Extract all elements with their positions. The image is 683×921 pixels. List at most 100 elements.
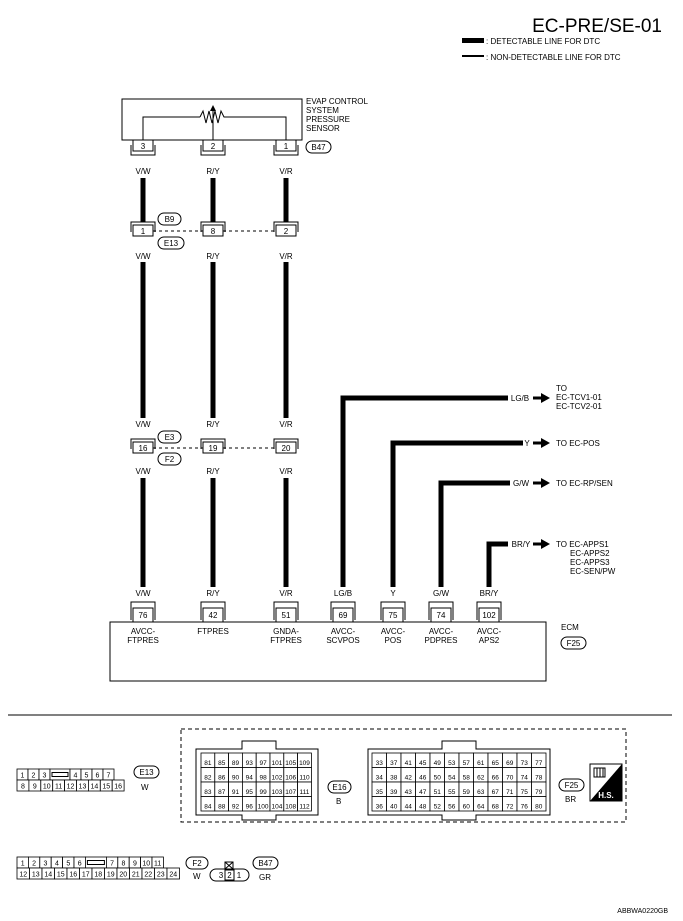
pin-number: 8 xyxy=(122,861,126,868)
pin-number: 59 xyxy=(463,789,471,796)
pin-number: 48 xyxy=(419,804,427,811)
pin-number: 90 xyxy=(232,775,240,782)
pin-number: 69 xyxy=(506,760,514,767)
pin-number: 62 xyxy=(477,775,485,782)
pin-number: 81 xyxy=(204,760,212,767)
legend-non-detectable-text: : NON-DETECTABLE LINE FOR DTC xyxy=(486,53,621,62)
pin-number: 84 xyxy=(204,804,212,811)
pin-number: 2 xyxy=(32,773,36,780)
pin-number: 72 xyxy=(506,804,514,811)
pin-number: 18 xyxy=(94,872,102,879)
connector-f25-id: F25 xyxy=(565,781,579,790)
pin-number: 3 xyxy=(44,861,48,868)
junction-top-pin-1: 1 xyxy=(130,221,156,237)
connector-e13-id: E13 xyxy=(139,768,154,777)
pin-number: 40 xyxy=(390,804,398,811)
branch-dest-text: TO EC-POS xyxy=(556,439,600,448)
pin-number: 22 xyxy=(144,872,152,879)
svg-text:3: 3 xyxy=(219,871,224,880)
connector-e13-oval xyxy=(133,765,160,779)
ecm-terminal-label: AVCC- xyxy=(331,627,356,636)
pin-number: 23 xyxy=(157,872,165,879)
pin-number: 98 xyxy=(259,775,267,782)
pin-number: 37 xyxy=(390,760,398,767)
pin-number: 55 xyxy=(448,789,456,796)
pin-number: 33 xyxy=(376,760,384,767)
pin-number: 36 xyxy=(376,804,384,811)
ecm-label: ECM xyxy=(561,623,579,632)
pin-number: 101 xyxy=(271,760,282,767)
ecm-pin-74: 74 xyxy=(428,601,454,623)
branch-dest-text: TO EC-APPS1 xyxy=(556,540,609,549)
pin-number: 12 xyxy=(67,784,75,791)
pin-number: 70 xyxy=(506,775,514,782)
ecm-pin-102: 102 xyxy=(476,601,502,623)
sensor-pin-2: 2 xyxy=(200,139,226,156)
junction-mid-pin-20: 20 xyxy=(273,438,299,454)
legend-thick-line xyxy=(462,38,484,43)
wire-color-label: V/R xyxy=(279,167,293,176)
pin-number: 58 xyxy=(463,775,471,782)
pin-number: 10 xyxy=(142,861,150,868)
pin-number: 88 xyxy=(218,804,226,811)
ecm-box xyxy=(109,621,547,682)
pin-number: 61 xyxy=(477,760,485,767)
pin-number: 78 xyxy=(535,775,543,782)
junction-mid-pin-19: 19 xyxy=(200,438,226,454)
svg-text:75: 75 xyxy=(389,611,398,620)
connector-e13-oval xyxy=(157,236,185,250)
pin-number: 94 xyxy=(246,775,254,782)
svg-text:20: 20 xyxy=(282,444,291,453)
branch-color-label: G/W xyxy=(513,479,529,488)
pin-number: 43 xyxy=(405,789,413,796)
connector-b9-oval xyxy=(157,212,182,226)
pin-number: 21 xyxy=(132,872,140,879)
svg-text:1: 1 xyxy=(141,227,146,236)
branch-dest-text: TO xyxy=(556,384,567,393)
pin-number: 38 xyxy=(390,775,398,782)
connector-b47-face: 3 2 1 xyxy=(209,861,250,882)
connector-e13-color: W xyxy=(141,783,149,792)
connector-f2-oval xyxy=(185,856,209,870)
svg-text:16: 16 xyxy=(139,444,148,453)
ecm-terminal-label: GNDA- xyxy=(273,627,299,636)
pin-number: 52 xyxy=(434,804,442,811)
pin-number: 7 xyxy=(110,861,114,868)
pin-number: 111 xyxy=(300,789,310,796)
connector-e16-color: B xyxy=(336,797,341,806)
blank-cavity xyxy=(51,772,69,777)
ecm-terminal-label: PDPRES xyxy=(425,636,458,645)
pin-number: 4 xyxy=(55,861,59,868)
pin-number: 85 xyxy=(218,760,226,767)
sensor-internal-wire xyxy=(142,116,200,140)
pin-number: 107 xyxy=(285,789,296,796)
branch-dest-text: EC-SEN/PW xyxy=(570,567,616,576)
pin-number: 74 xyxy=(521,775,529,782)
ecm-connector-oval xyxy=(560,636,587,650)
ecm-terminal-label: AVCC- xyxy=(429,627,454,636)
pin-number: 16 xyxy=(69,872,77,879)
wire-color-label: R/Y xyxy=(206,589,220,598)
pin-number: 109 xyxy=(299,760,310,767)
wire-color-label: V/R xyxy=(279,420,293,429)
branch-color-label: BR/Y xyxy=(480,589,499,598)
pin-number: 13 xyxy=(32,872,40,879)
pin-number: 95 xyxy=(246,789,254,796)
wire-color-label: V/W xyxy=(135,252,151,261)
connector-b47-oval xyxy=(252,856,279,870)
branch-dest-text: EC-APPS3 xyxy=(570,558,610,567)
connector-b9-label: B9 xyxy=(165,215,175,224)
pin-number: 7 xyxy=(107,773,111,780)
wire-color-label: R/Y xyxy=(206,467,220,476)
pin-number: 4 xyxy=(74,773,78,780)
legend-thin-line xyxy=(462,55,484,57)
pin-number: 15 xyxy=(57,872,65,879)
pin-number: 24 xyxy=(169,872,177,879)
pin-number: 34 xyxy=(376,775,384,782)
pin-number: 97 xyxy=(259,760,267,767)
pin-number: 1 xyxy=(21,861,25,868)
pin-number: 9 xyxy=(33,784,37,791)
harness-side-label: H.S. xyxy=(598,791,614,800)
connector-e13-label: E13 xyxy=(164,239,179,248)
